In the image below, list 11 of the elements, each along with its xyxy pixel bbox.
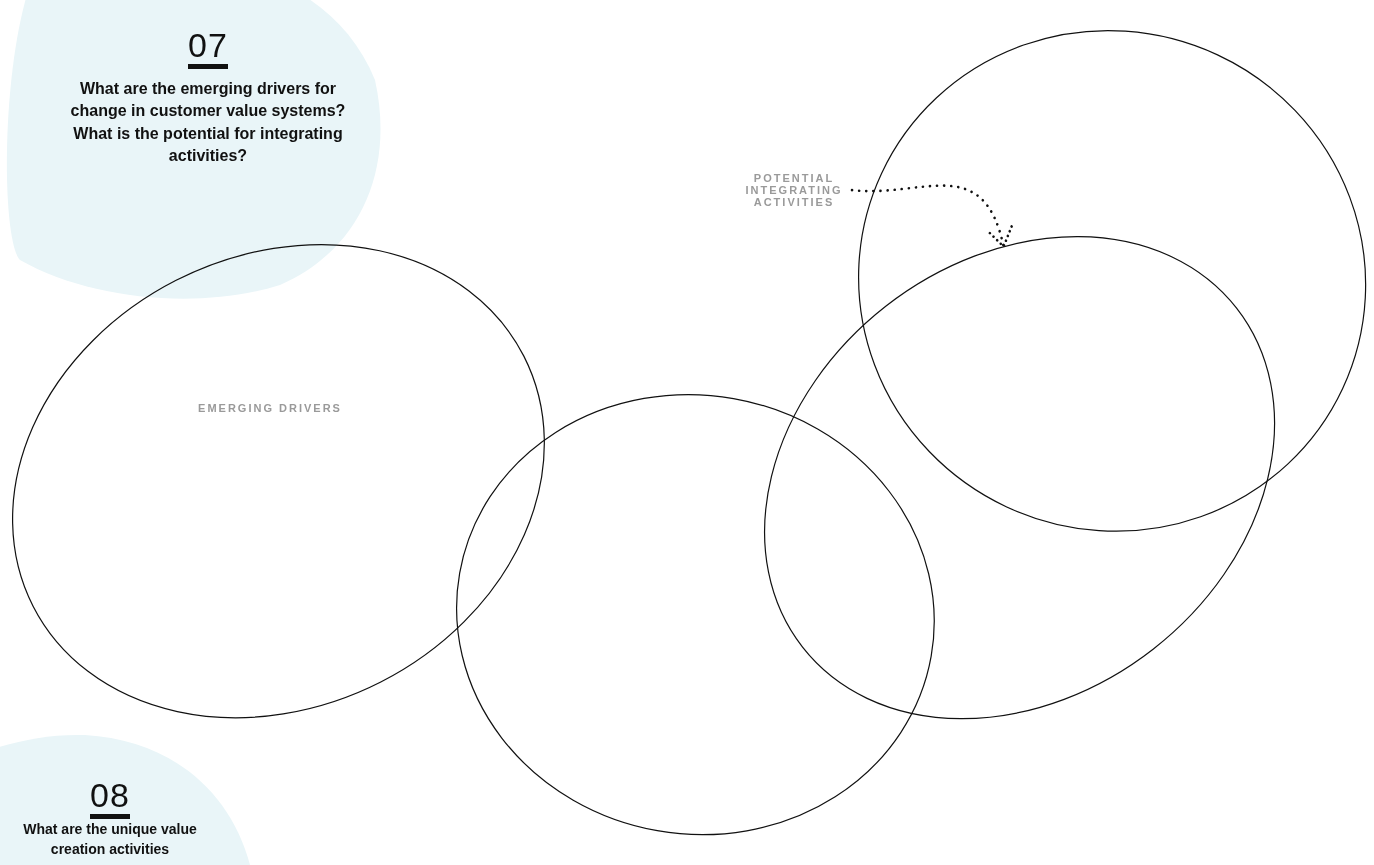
question-text: What are the emerging drivers for change in customer value systems? What is the potential for integrating activities? bbox=[69, 79, 347, 167]
question-text: What are the unique value creation activities bbox=[22, 820, 198, 859]
ellipse-shape bbox=[11, 243, 545, 719]
ellipse-shape bbox=[455, 394, 935, 836]
ellipse-shape bbox=[764, 236, 1276, 720]
section-number: 08 bbox=[90, 778, 130, 819]
section-number: 07 bbox=[188, 28, 228, 69]
region-label: EMERGING DRIVERS bbox=[197, 402, 343, 415]
annotation-label: POTENTIAL INTEGRATING ACTIVITIES bbox=[738, 172, 850, 209]
leader-arrow bbox=[850, 184, 1012, 248]
ellipse-shape bbox=[857, 30, 1367, 532]
